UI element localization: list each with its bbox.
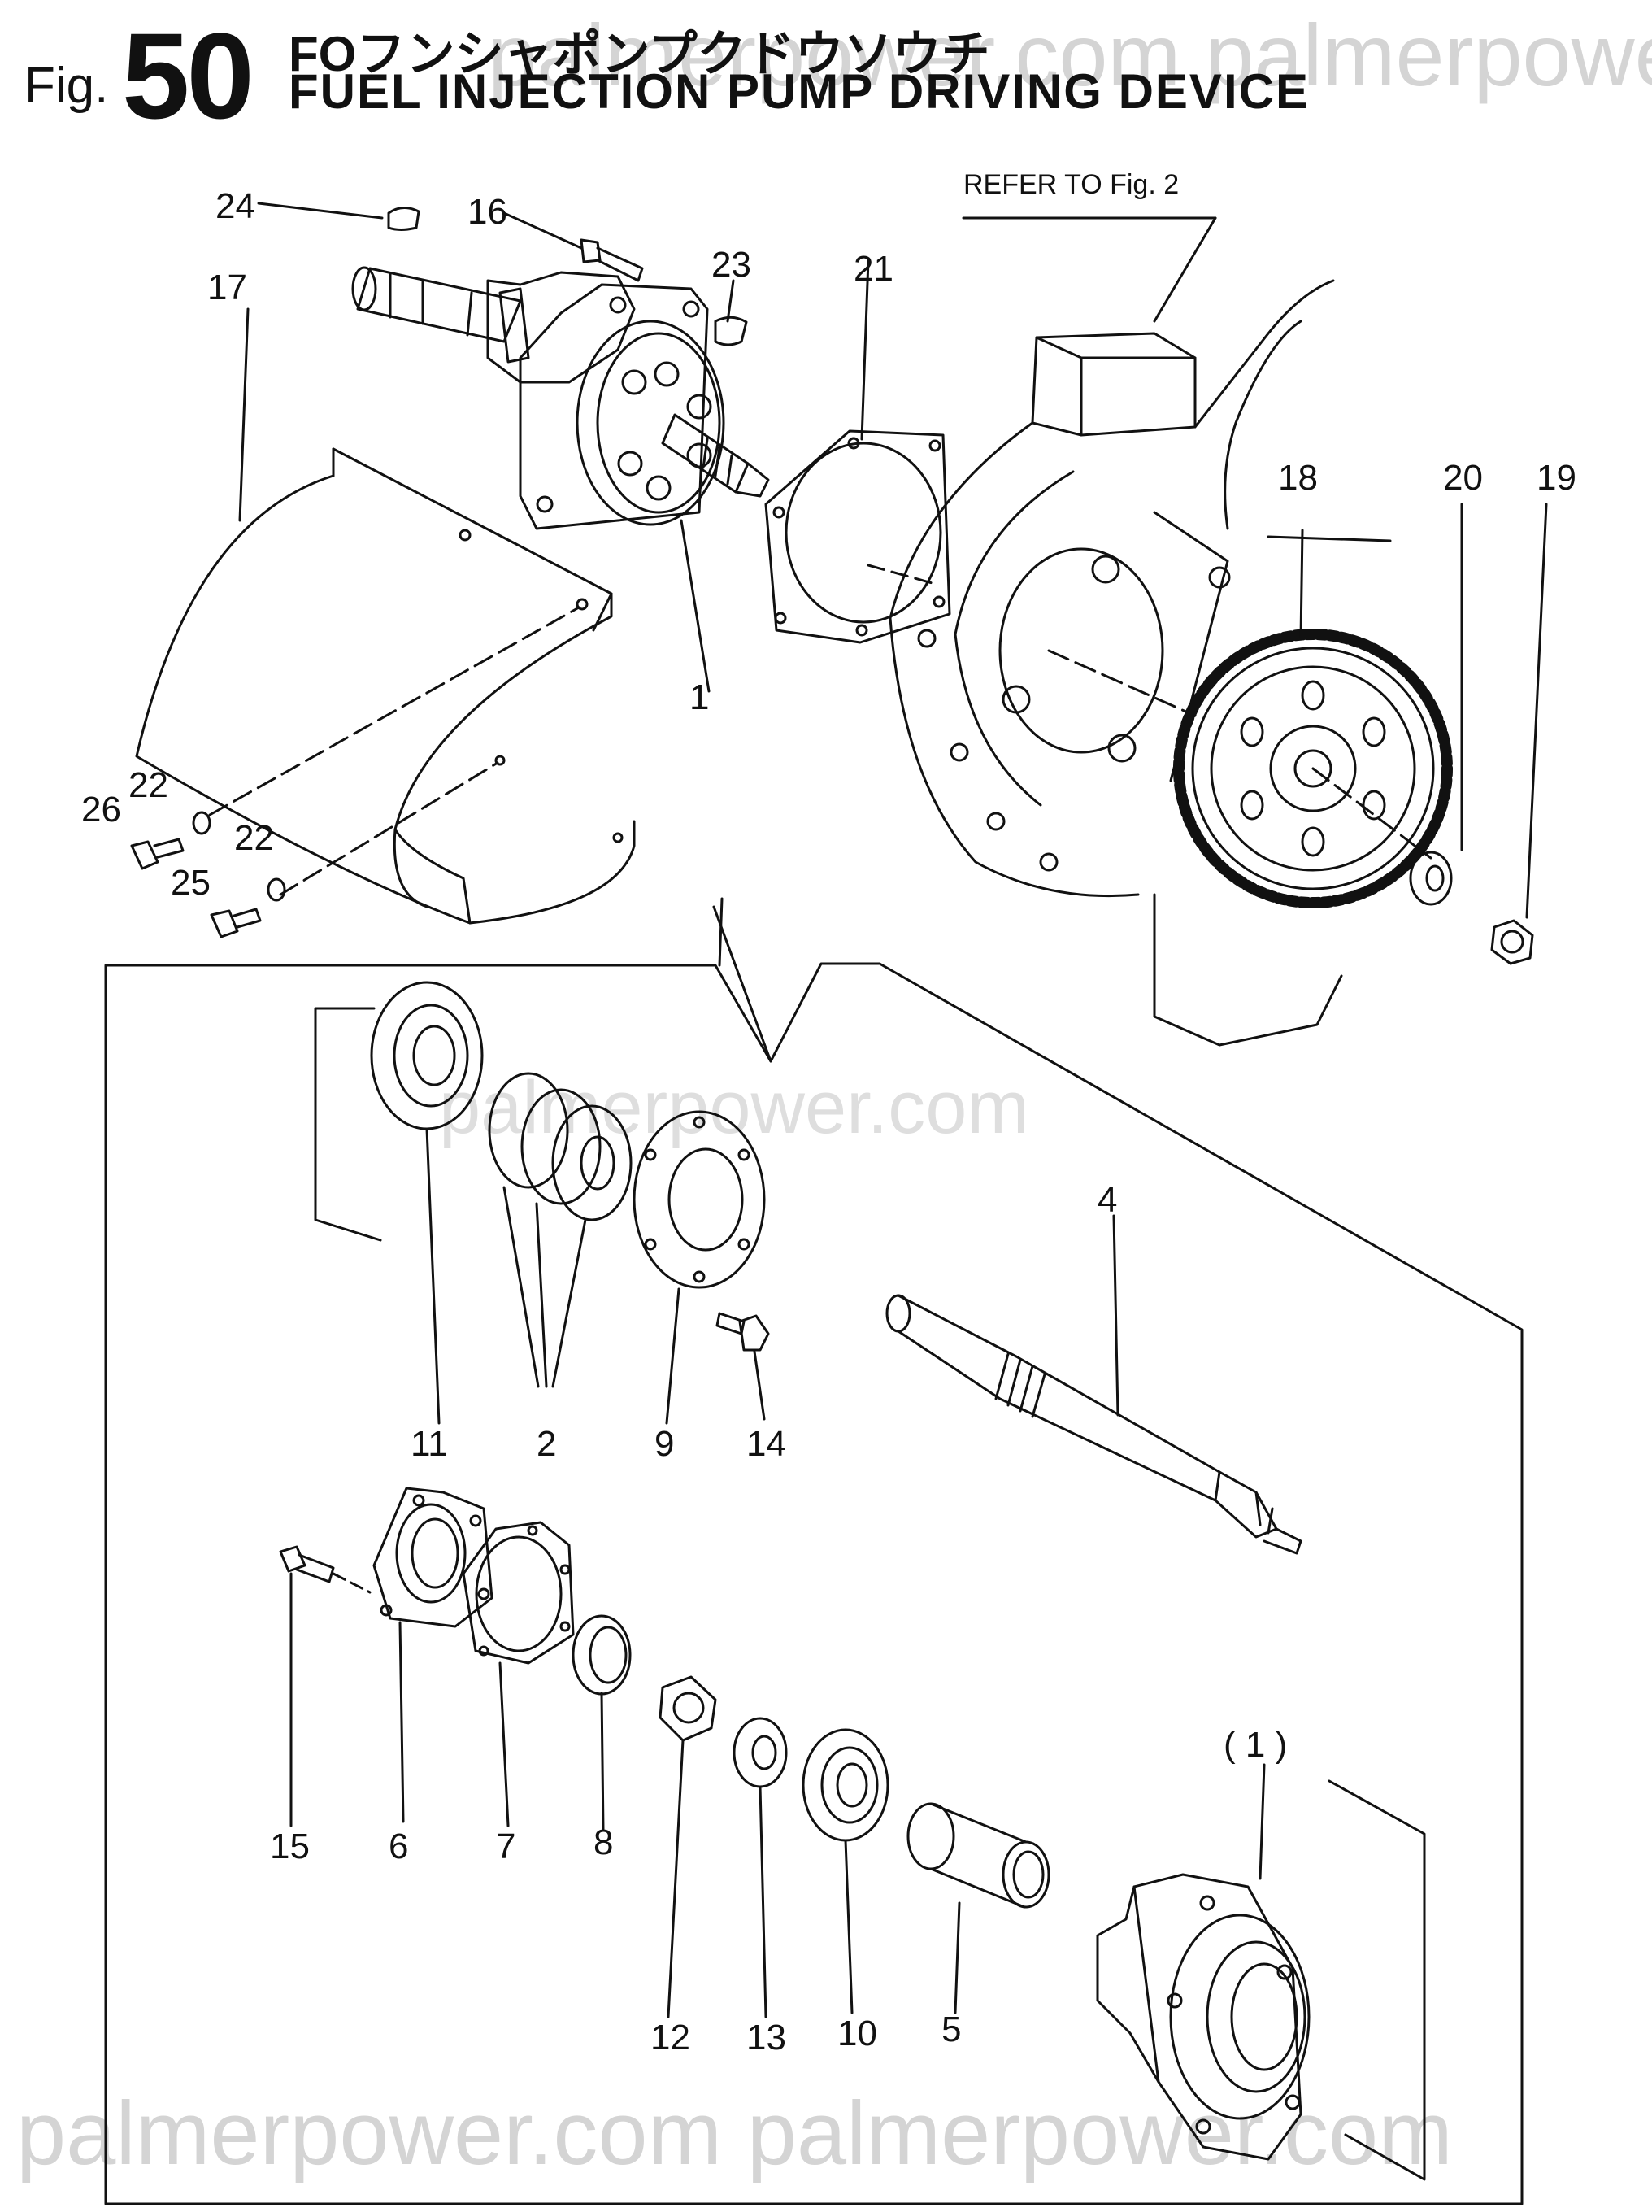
callout-22b: 22 — [234, 818, 274, 858]
callout-7: 7 — [496, 1827, 515, 1866]
callout-24: 24 — [215, 186, 255, 226]
washers-22 — [192, 811, 286, 902]
title-japanese: FOフンシャポンプクドウソウチ — [289, 27, 990, 81]
bolt-25 — [210, 908, 262, 938]
callout-23: 23 — [711, 245, 751, 285]
figure-prefix: Fig. — [24, 58, 109, 114]
watermark-middle: palmerpower.com — [439, 1066, 1030, 1149]
gear-18 — [1173, 529, 1453, 908]
detail-frame — [104, 897, 1524, 2205]
callout-4: 4 — [1098, 1180, 1117, 1220]
bolt-15 — [279, 1545, 372, 1827]
bolt-16 — [580, 238, 644, 282]
housing-1-detail — [1096, 1763, 1426, 2181]
callout-1: 1 — [689, 677, 709, 717]
callout-22a: 22 — [128, 765, 168, 805]
callout-9: 9 — [654, 1424, 674, 1464]
nut-12 — [659, 1675, 717, 2018]
callout-11: 11 — [411, 1424, 448, 1464]
callout-16: 16 — [467, 192, 507, 232]
callout-21: 21 — [854, 249, 893, 289]
callout-8: 8 — [593, 1822, 613, 1862]
gear-case — [889, 279, 1392, 1047]
pump-housing-assembly — [351, 266, 770, 530]
watermark-top: palmerpower.com palmerpower — [488, 6, 1652, 104]
bearing-11 — [314, 981, 484, 1425]
figure-number: 50 — [122, 7, 254, 144]
watermark-bottom: palmerpower.com palmerpower.com — [16, 2084, 1453, 2184]
callout-19: 19 — [1537, 458, 1576, 498]
key-23 — [714, 316, 748, 346]
callout-18: 18 — [1278, 458, 1318, 498]
washer-13 — [733, 1717, 788, 2018]
bolt-14 — [715, 1312, 770, 1421]
nut-19 — [1490, 503, 1548, 965]
callout-15: 15 — [270, 1827, 310, 1866]
cover-17 — [135, 307, 636, 925]
callout-5: 5 — [941, 2010, 961, 2049]
bearing-10 — [802, 1728, 889, 2014]
sleeve-5 — [906, 1802, 1050, 2014]
shaft-4 — [885, 1214, 1302, 1555]
title-english: FUEL INJECTION PUMP DRIVING DEVICE — [289, 64, 1310, 119]
callout-13: 13 — [746, 2018, 786, 2057]
refer-bracket — [962, 216, 1217, 323]
callout-6: 6 — [389, 1827, 408, 1866]
plate-9 — [633, 1110, 766, 1425]
key-24 — [387, 207, 420, 231]
callout-12: 12 — [650, 2018, 690, 2057]
callout-20: 20 — [1443, 458, 1483, 498]
shims-2 — [488, 1072, 633, 1388]
callout-17: 17 — [207, 268, 247, 307]
gasket-7 — [462, 1521, 575, 1827]
refer-note: REFER TO Fig. 2 — [963, 169, 1179, 200]
callout-25: 25 — [171, 863, 211, 903]
callout-1-paren: ( 1 ) — [1224, 1725, 1287, 1765]
callout-26: 26 — [81, 790, 121, 830]
retainer-6 — [372, 1487, 493, 1823]
callout-10: 10 — [837, 2014, 877, 2053]
seal-8 — [572, 1614, 632, 1831]
gasket-21 — [764, 259, 951, 644]
callout-14: 14 — [746, 1424, 786, 1464]
washer-20 — [1409, 503, 1463, 906]
callout-2: 2 — [537, 1424, 556, 1464]
bolt-26 — [130, 838, 185, 870]
